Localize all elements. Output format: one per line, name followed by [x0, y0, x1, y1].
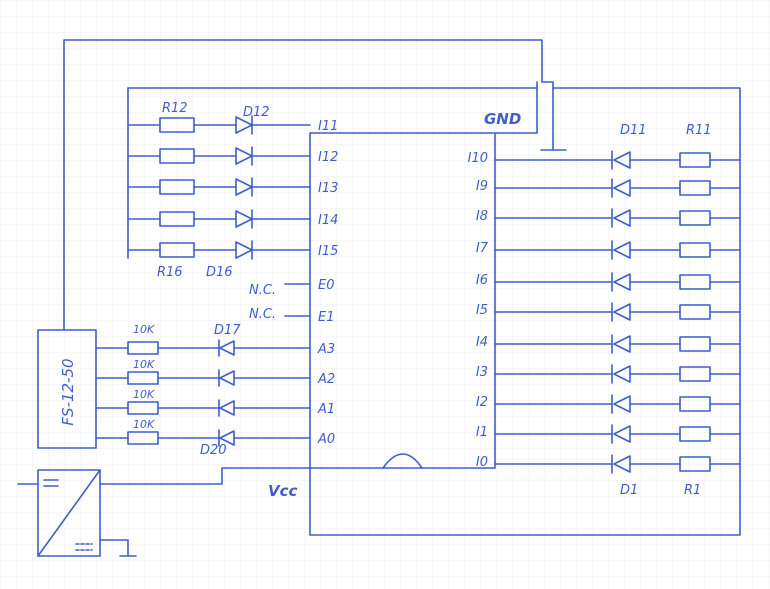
right-pin-label: I1: [476, 425, 488, 440]
left-pin-label: E1: [318, 310, 335, 325]
led-icon: [235, 241, 253, 259]
right-led-row: [494, 394, 741, 414]
left-pin-label: I14: [318, 213, 338, 228]
right-led-row: [494, 208, 741, 228]
label-d20: D20: [200, 443, 227, 458]
ic-notch: [382, 453, 423, 469]
label-10k-1: 10K: [133, 323, 155, 336]
right-pin-label: I7: [476, 241, 489, 256]
left-pin-label: I15: [318, 244, 338, 259]
nc-label-1: N.C.: [249, 283, 276, 298]
left-led-row: [127, 177, 311, 197]
nc-label-2: N.C.: [249, 307, 276, 322]
label-10k-4: 10K: [133, 418, 155, 431]
right-pin-label: I3: [476, 365, 488, 380]
left-pin-label: I12: [318, 150, 338, 165]
address-row: [127, 399, 311, 417]
right-pin-label: I5: [476, 303, 488, 318]
right-led-row: [494, 150, 741, 170]
label-r12: R12: [162, 101, 188, 116]
left-pin-label: A0: [317, 432, 335, 447]
power-supply-icon: [17, 467, 311, 557]
label-d11: D11: [620, 123, 647, 138]
label-d12: D12: [243, 105, 270, 120]
module-wires: [95, 347, 129, 439]
right-led-row: [494, 178, 741, 198]
label-10k-3: 10K: [133, 388, 155, 401]
left-pin-label: A3: [317, 342, 335, 357]
right-pin-label: I9: [476, 179, 488, 194]
label-r16: R16: [157, 265, 183, 280]
left-led-row: [127, 115, 311, 135]
left-pin-label: A1: [317, 402, 335, 417]
right-pin-label: I0: [476, 455, 488, 470]
label-d16: D16: [206, 265, 233, 280]
label-r11: R11: [686, 123, 712, 138]
right-pin-label: I8: [476, 209, 488, 224]
led-icon: [235, 210, 253, 228]
led-icon: [235, 147, 253, 165]
left-pin-label: E0: [318, 278, 335, 293]
right-led-row: [494, 334, 741, 354]
ic-chip: [309, 132, 496, 469]
right-pin-label: I10: [468, 151, 488, 166]
right-pin-label: I4: [476, 335, 488, 350]
outer-wires: [63, 39, 741, 536]
right-led-row: [494, 302, 741, 322]
led-icon: [235, 116, 253, 134]
led-icon: [235, 178, 253, 196]
right-led-row: [494, 454, 741, 474]
left-led-row: [127, 240, 311, 260]
right-led-row: [494, 424, 741, 444]
address-row: [127, 339, 311, 357]
module-label: FS-12-50: [59, 358, 77, 425]
right-pin-label: I2: [476, 395, 488, 410]
left-pin-label: I13: [318, 181, 338, 196]
label-d17: D17: [214, 323, 241, 338]
right-pin-label: I6: [476, 273, 488, 288]
right-led-row: [494, 240, 741, 260]
right-led-row: [494, 272, 741, 292]
right-led-row: [494, 364, 741, 384]
left-pin-label: I11: [318, 119, 338, 134]
module-box: [37, 329, 97, 449]
gnd-label: GND: [484, 110, 521, 128]
left-led-row: [127, 209, 311, 229]
left-pin-label: A2: [317, 372, 335, 387]
label-10k-2: 10K: [133, 358, 155, 371]
label-r1: R1: [684, 483, 701, 498]
left-led-row: [127, 146, 311, 166]
vcc-label: Vcc: [268, 482, 298, 500]
label-d1: D1: [620, 483, 638, 498]
